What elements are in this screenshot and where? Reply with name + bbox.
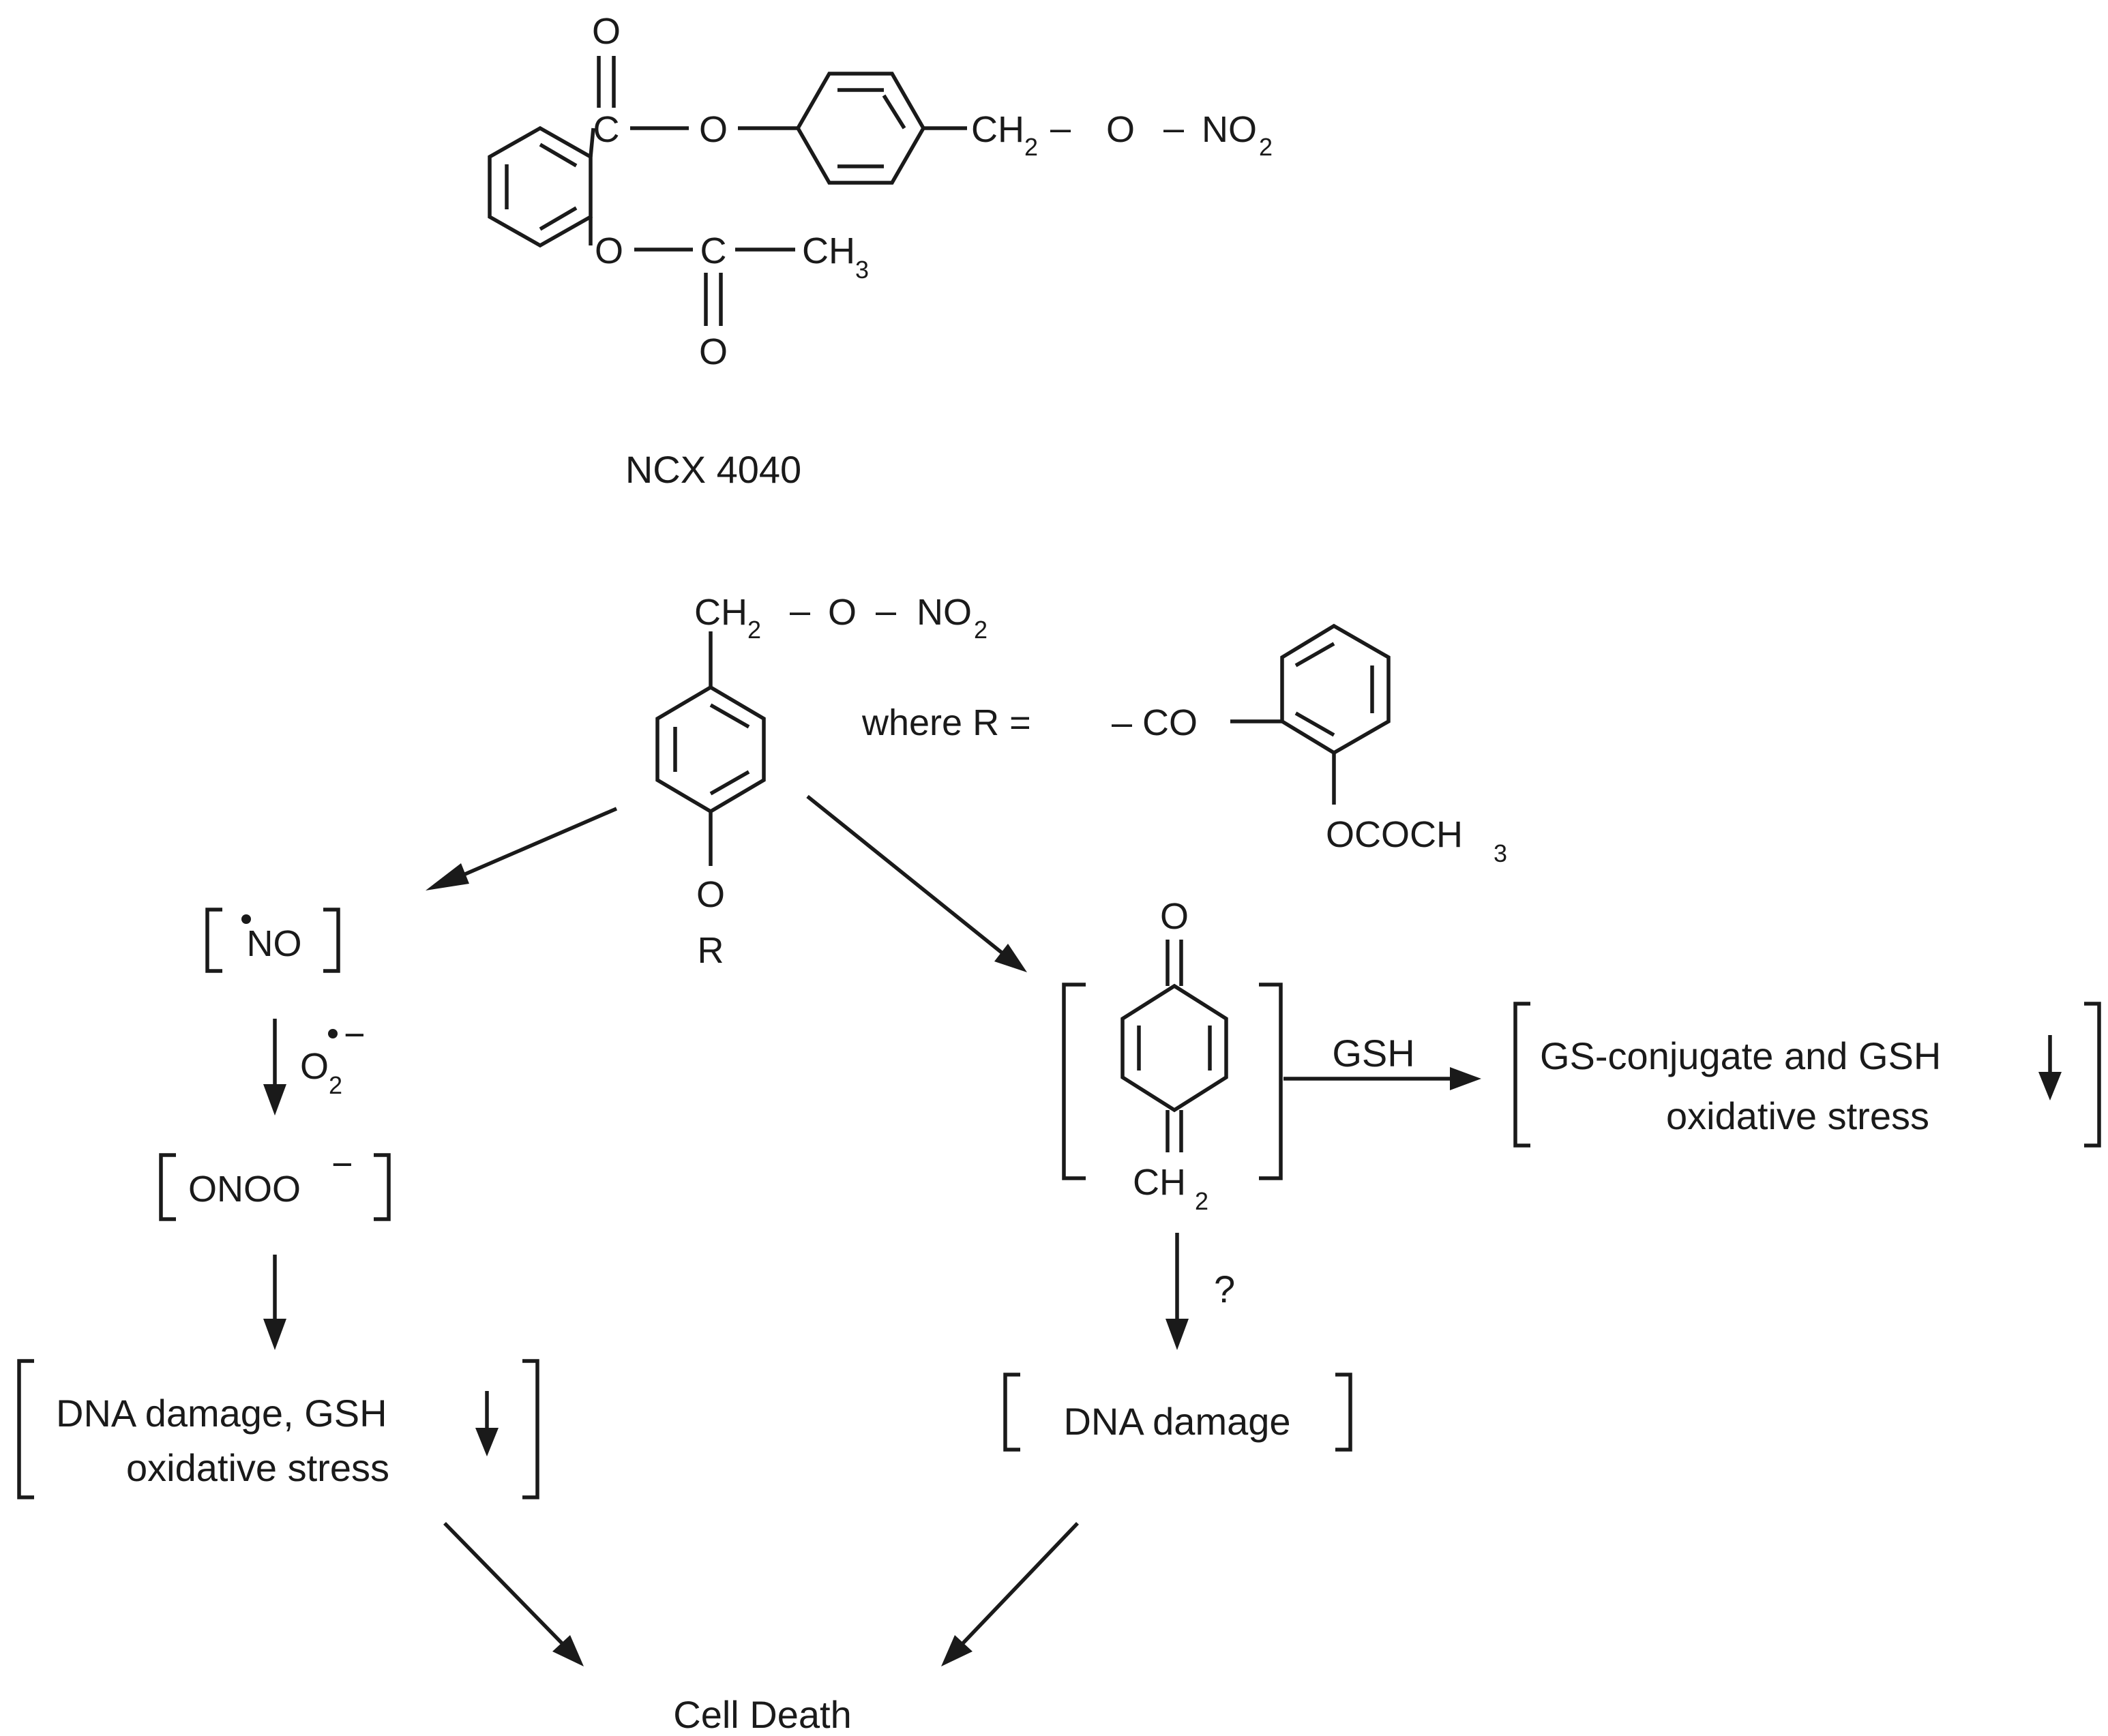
nitric-oxide-label: NO	[247, 923, 302, 964]
carbonyl-oxygen-label: O	[592, 11, 621, 52]
nitrooxymethylphenyl-structure: CH 2 – O – NO 2 O R	[655, 590, 988, 971]
left-outcome-box: DNA damage, GSH oxidative stress	[17, 1359, 539, 1499]
no2-subscript: 2	[974, 616, 988, 644]
acyl-carbon-label: C	[700, 230, 727, 271]
acetoxy-subscript: 3	[1494, 839, 1507, 867]
right-outcome-line1: GS-conjugate and GSH	[1540, 1034, 1941, 1077]
gsh-arrow	[1283, 1067, 1481, 1090]
ch2-label: CH	[694, 592, 747, 633]
phenylene-ring-inner-bond	[882, 94, 906, 130]
arrow-left-to-cell-death	[443, 1522, 584, 1666]
arrow-to-quinone-methide	[806, 794, 1027, 972]
benzoate-ring-inner-bond	[539, 143, 578, 168]
peroxynitrite-charge: −	[331, 1144, 353, 1185]
ester-oxygen-label: O	[699, 109, 728, 150]
right-outcome-box: GS-conjugate and GSH oxidative stress	[1513, 1002, 2101, 1148]
ester-carbon-label: C	[593, 109, 620, 150]
where-r-equals-label: where R =	[861, 702, 1031, 743]
ncx4040-structure: O C O CH 2 – O – NO 2 O C CH 3 O	[488, 11, 1273, 372]
ester-oxygen-label: O	[696, 874, 725, 915]
dash-label: –	[790, 590, 810, 631]
superoxide-label: O	[300, 1046, 329, 1087]
benzoate-ring-inner-bond	[539, 206, 578, 231]
quinone-ring	[1120, 983, 1228, 1113]
arrow-superoxide	[263, 1019, 286, 1116]
no2-subscript: 2	[1259, 133, 1273, 161]
dna-damage-label: DNA damage	[1063, 1400, 1290, 1443]
arrow-right-to-cell-death	[941, 1522, 1079, 1666]
ch2-subscript: 2	[1024, 133, 1038, 161]
left-outcome-line1: DNA damage, GSH	[56, 1392, 387, 1435]
compound-name: NCX 4040	[625, 448, 801, 491]
acetoxy-oxygen-label: O	[595, 230, 623, 271]
dash-label: –	[876, 590, 896, 631]
nitrooxy-oxygen-label: O	[1106, 109, 1135, 150]
nitrooxy-oxygen-label: O	[828, 592, 857, 633]
arrow-to-dna-damage	[1166, 1233, 1189, 1350]
r-group-label: R	[698, 930, 724, 971]
dash-label: –	[1163, 108, 1184, 149]
uncertain-step-label: ?	[1214, 1268, 1235, 1311]
no2-label: NO	[917, 592, 972, 633]
quinone-oxygen-label: O	[1160, 896, 1189, 937]
salicyl-ring-inner-bond	[1294, 711, 1335, 737]
gsh-decrease-arrow-icon	[475, 1391, 499, 1456]
acyl-carbonyl-oxygen-label: O	[699, 331, 728, 372]
methyl-label: CH	[802, 230, 855, 271]
bond	[589, 128, 595, 158]
left-outcome-line2: oxidative stress	[126, 1446, 389, 1489]
gsh-decrease-arrow-icon	[2038, 1035, 2062, 1101]
salicyl-ring-inner-bond	[1294, 642, 1335, 668]
radical-dot	[241, 914, 251, 924]
dash-label: –	[1050, 108, 1071, 149]
peroxynitrite-box: ONOO −	[159, 1144, 391, 1221]
methyl-subscript: 3	[855, 256, 869, 284]
quinone-methide-box: O CH 2	[1062, 896, 1283, 1215]
radical-dot	[328, 1029, 338, 1038]
dna-damage-box: DNA damage	[1003, 1373, 1352, 1452]
arrow-to-no	[426, 807, 618, 891]
gsh-label: GSH	[1332, 1032, 1414, 1075]
arrow-to-left-outcome	[263, 1255, 286, 1350]
right-outcome-line2: oxidative stress	[1666, 1094, 1929, 1137]
phenyl-ring-inner-bond	[709, 770, 750, 796]
cell-death-label: Cell Death	[673, 1693, 851, 1736]
superoxide-charge: −	[344, 1015, 366, 1056]
carbonyl-label: – CO	[1112, 702, 1198, 743]
no-radical-box: NO	[205, 908, 340, 973]
superoxide-subscript: 2	[329, 1071, 342, 1099]
no2-label: NO	[1202, 109, 1257, 150]
r-group-definition: where R = – CO OCOCH 3	[861, 623, 1507, 867]
peroxynitrite-label: ONOO	[188, 1169, 301, 1210]
ch2-label: CH	[971, 109, 1024, 150]
acetoxy-label: OCOCH	[1326, 814, 1463, 855]
phenyl-ring-inner-bond	[709, 703, 750, 729]
ch2-subscript: 2	[747, 616, 761, 644]
methylene-subscript: 2	[1195, 1187, 1208, 1215]
methylene-label: CH	[1133, 1162, 1186, 1203]
